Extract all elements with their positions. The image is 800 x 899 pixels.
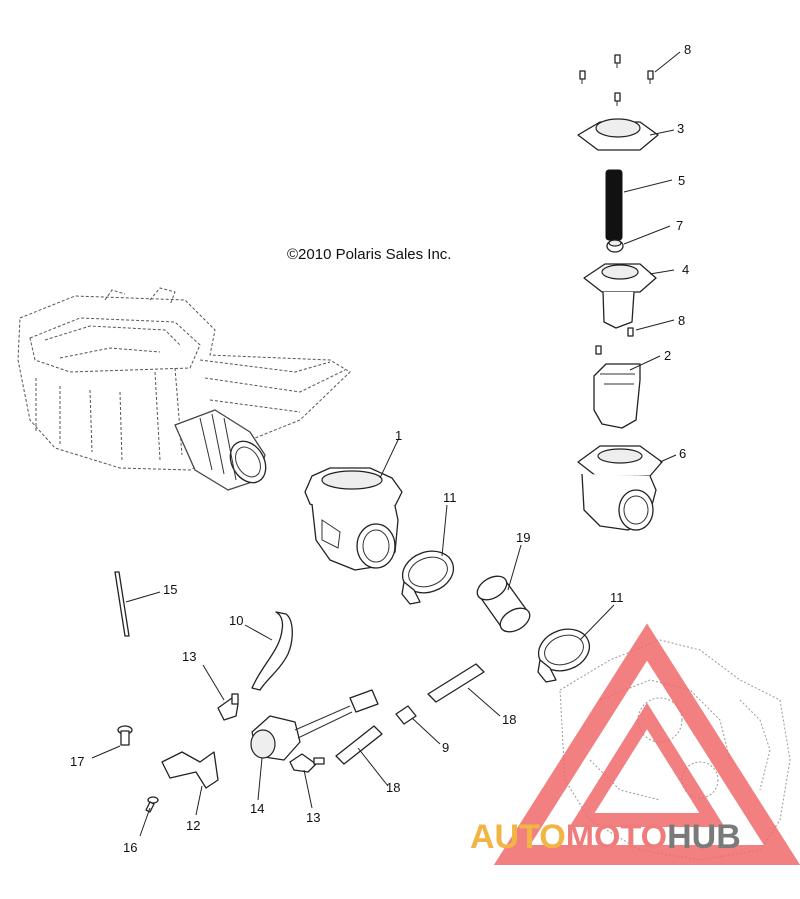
callout-13-upper: 13 — [182, 649, 196, 664]
copyright-notice: ©2010 Polaris Sales Inc. — [287, 246, 451, 263]
carburetor-body — [577, 445, 663, 531]
hose-segment-upper — [427, 663, 485, 703]
spring — [605, 169, 623, 241]
watermark-logo: AUTOMOTOHUB — [470, 623, 800, 865]
callout-15: 15 — [163, 582, 177, 597]
bolt — [117, 725, 133, 746]
callout-4: 4 — [682, 262, 689, 277]
airbox-assembly — [17, 287, 351, 491]
elbow-fitting-lower — [289, 753, 325, 773]
coupler-sleeve — [476, 575, 531, 633]
callout-1: 1 — [395, 428, 402, 443]
rod — [114, 571, 130, 637]
hose-clamp-upper — [401, 550, 455, 605]
callout-8-top: 8 — [684, 42, 691, 57]
screw — [145, 796, 159, 813]
callout-10: 10 — [229, 613, 243, 628]
callout-11-upper: 11 — [443, 490, 457, 505]
warning-triangle-icon — [493, 623, 800, 865]
throttle-cover — [577, 118, 659, 151]
vent-tube — [251, 611, 293, 691]
throttle-body — [304, 467, 403, 571]
screws-middle — [595, 327, 634, 355]
hose-connector — [395, 705, 417, 725]
screws-top — [579, 54, 654, 106]
callout-6: 6 — [679, 446, 686, 461]
solenoid — [250, 689, 379, 761]
callout-14: 14 — [250, 801, 264, 816]
callout-11-lower: 11 — [610, 590, 624, 605]
callout-17: 17 — [70, 754, 84, 769]
hose-segment-lower — [335, 725, 383, 765]
callout-3: 3 — [677, 121, 684, 136]
callout-7: 7 — [676, 218, 683, 233]
elbow-fitting-upper — [217, 693, 239, 721]
callout-18-lower: 18 — [386, 780, 400, 795]
callout-12: 12 — [186, 818, 200, 833]
diaphragm — [583, 263, 657, 329]
watermark-auto: AUTO — [470, 818, 566, 856]
callout-9: 9 — [442, 740, 449, 755]
leader-lines — [91, 51, 681, 837]
hose-clamp-lower — [537, 628, 591, 683]
watermark-hub: HUB — [667, 818, 741, 856]
watermark-moto: MOTO — [566, 818, 667, 856]
airbox-outlet-boot — [174, 409, 267, 491]
svg-text:AUTOMOTOHUB: AUTOMOTOHUB — [470, 818, 741, 856]
callout-19: 19 — [516, 530, 530, 545]
callouts: 1 2 3 4 5 6 7 8 8 9 10 11 11 12 13 13 14… — [70, 42, 691, 855]
callout-2: 2 — [664, 348, 671, 363]
callout-18-upper: 18 — [502, 712, 516, 727]
throttle-slide — [593, 363, 641, 429]
callout-13-lower: 13 — [306, 810, 320, 825]
callout-8-middle: 8 — [678, 313, 685, 328]
callout-16: 16 — [123, 840, 137, 855]
needle-cap — [606, 239, 624, 253]
callout-5: 5 — [678, 173, 685, 188]
bracket — [161, 751, 219, 789]
